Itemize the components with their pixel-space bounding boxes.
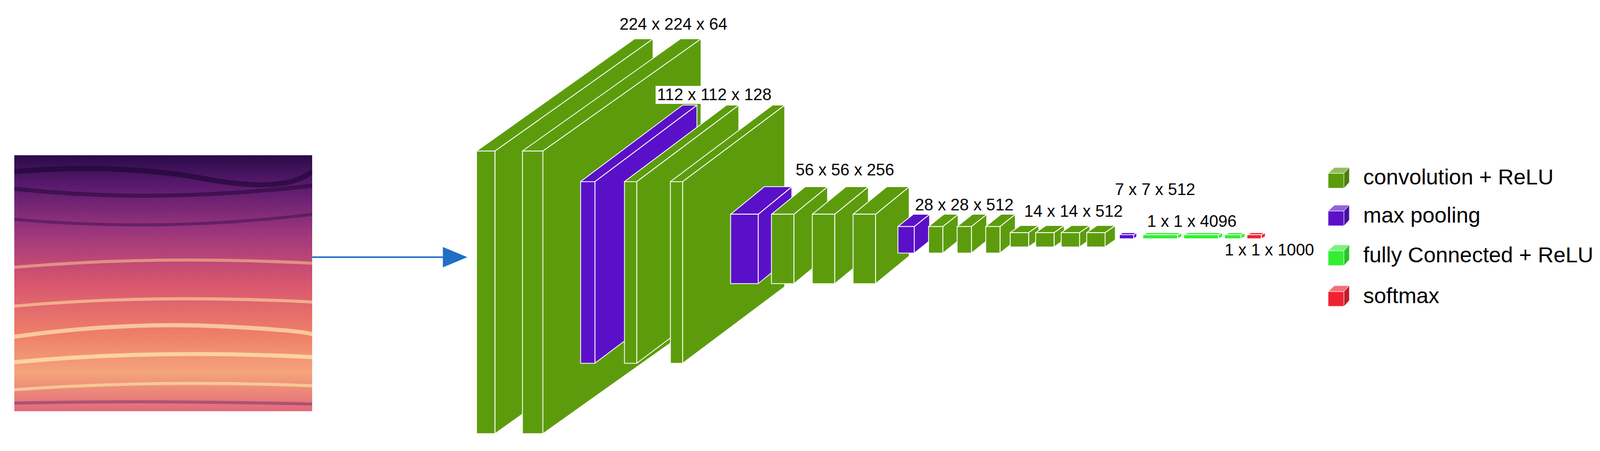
block-front bbox=[624, 181, 637, 364]
dimension-label: 7 x 7 x 512 bbox=[1113, 180, 1198, 199]
layer-block bbox=[1086, 225, 1116, 247]
block-front bbox=[1119, 234, 1134, 240]
dimension-label: 56 x 56 x 256 bbox=[793, 161, 896, 180]
swatch-front bbox=[1328, 210, 1345, 226]
block-front bbox=[1183, 234, 1218, 240]
layer-block bbox=[1183, 232, 1223, 240]
dimension-label: 112 x 112 x 128 bbox=[655, 85, 774, 104]
block-front bbox=[853, 214, 876, 284]
layer-block bbox=[1247, 232, 1266, 240]
legend-swatch bbox=[1327, 243, 1351, 267]
block-front bbox=[1224, 234, 1241, 240]
dimension-label: 1 x 1 x 4096 bbox=[1145, 212, 1239, 231]
block-top bbox=[670, 104, 785, 182]
block-front bbox=[580, 181, 596, 364]
legend-swatch bbox=[1327, 165, 1351, 190]
dimension-label: 28 x 28 x 512 bbox=[913, 196, 1015, 215]
block-front bbox=[928, 226, 943, 253]
legend-text: max pooling bbox=[1363, 203, 1481, 228]
block-top bbox=[1061, 225, 1090, 233]
block-top bbox=[1086, 225, 1116, 233]
block-front bbox=[476, 151, 495, 434]
swatch-shade bbox=[1344, 285, 1350, 307]
dimension-label: 14 x 14 x 512 bbox=[1022, 202, 1125, 221]
block-top bbox=[1035, 225, 1065, 233]
dimension-label: 1 x 1 x 1000 bbox=[1223, 241, 1316, 260]
block-top bbox=[985, 214, 1016, 227]
block-front bbox=[1061, 232, 1080, 247]
block-top bbox=[853, 186, 910, 215]
block-front bbox=[812, 214, 835, 284]
input-arrow bbox=[312, 246, 468, 268]
block-front bbox=[1086, 232, 1106, 247]
block-front bbox=[730, 214, 759, 284]
block-front bbox=[1142, 234, 1178, 240]
layer-block bbox=[928, 214, 959, 253]
legend-text: fully Connected + ReLU bbox=[1363, 243, 1594, 268]
block-front bbox=[1035, 232, 1055, 247]
legend-swatch bbox=[1327, 284, 1351, 308]
layer-block bbox=[1010, 225, 1039, 247]
swatch-shade bbox=[1344, 167, 1350, 189]
block-top bbox=[1010, 225, 1039, 233]
block-front bbox=[670, 181, 683, 364]
spectrogram-image bbox=[14, 155, 313, 412]
layer-block bbox=[897, 214, 930, 253]
layer-block bbox=[1224, 232, 1245, 240]
swatch-front bbox=[1328, 173, 1345, 189]
legend-text: softmax bbox=[1363, 284, 1440, 308]
layer-blocks bbox=[476, 38, 1266, 434]
layer-block bbox=[1142, 232, 1182, 240]
block-top bbox=[928, 214, 959, 227]
block-front bbox=[771, 214, 794, 284]
block-top bbox=[957, 214, 987, 227]
block-top bbox=[897, 214, 930, 227]
legend-swatch bbox=[1327, 203, 1351, 227]
swatch-shade bbox=[1344, 205, 1350, 226]
block-front bbox=[957, 226, 972, 253]
block-front bbox=[1010, 232, 1029, 247]
swatch-front bbox=[1328, 250, 1345, 266]
block-front bbox=[1247, 234, 1262, 240]
layer-block bbox=[1061, 225, 1090, 247]
layer-block bbox=[1119, 232, 1137, 240]
legend-text: convolution + ReLU bbox=[1363, 165, 1554, 190]
dimension-label: 224 x 224 x 64 bbox=[617, 15, 729, 34]
block-front bbox=[985, 226, 1001, 253]
swatch-shade bbox=[1344, 244, 1350, 266]
block-front bbox=[897, 226, 915, 253]
layer-block bbox=[1035, 225, 1065, 247]
block-front bbox=[522, 151, 544, 434]
layer-block bbox=[957, 214, 987, 253]
swatch-front bbox=[1328, 291, 1345, 307]
